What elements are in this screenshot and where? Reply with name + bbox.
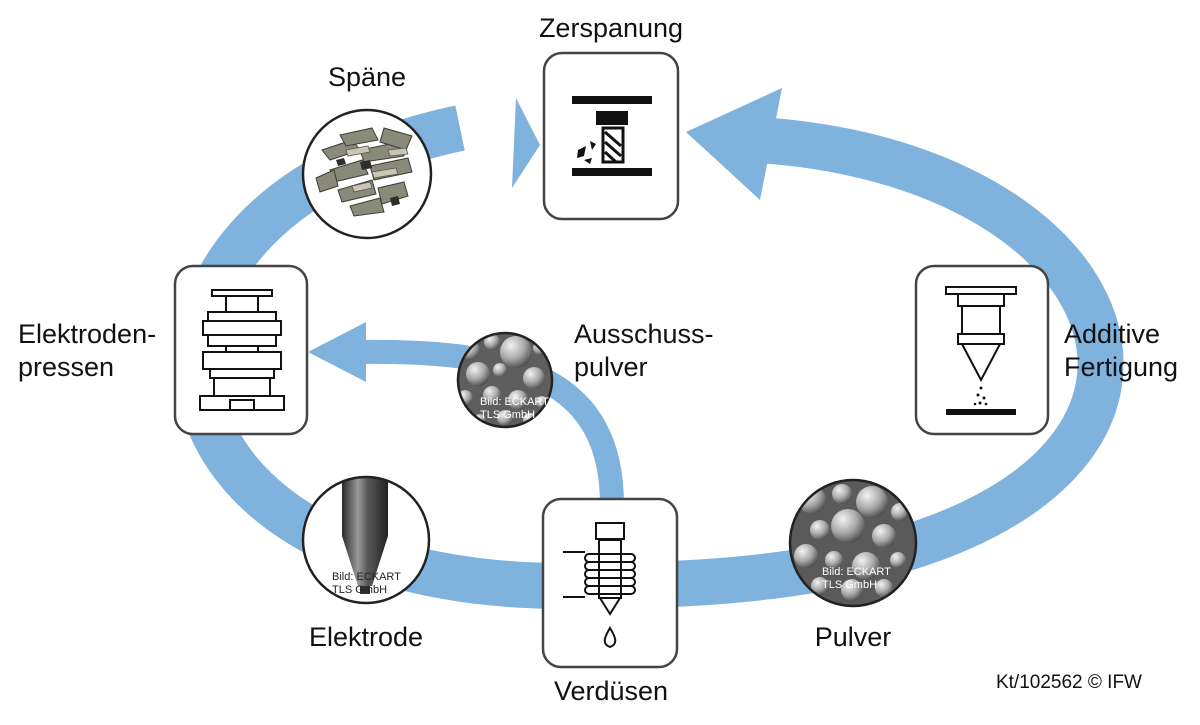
- elektrode-photo: Bild: ECKART TLS GmbH: [301, 475, 431, 605]
- ausschusspulver-credit-line1: Bild: ECKART: [480, 396, 549, 408]
- label-additive-fertigung-line1: Additive: [1064, 319, 1160, 349]
- pulver-credit-line2: TLS GmbH: [822, 579, 877, 591]
- label-additive-fertigung-line2: Fertigung: [1064, 352, 1178, 382]
- verduesen-box: [541, 497, 679, 669]
- label-ausschusspulver-line1: Ausschuss-: [574, 319, 714, 349]
- label-elektrodenpressen-line1: Elektroden-: [18, 319, 156, 349]
- ausschusspulver-credit-line2: TLS GmbH: [480, 409, 535, 421]
- left-cycle-arrowhead: [512, 98, 540, 188]
- pulver-photo: Bild: ECKART TLS GmbH: [788, 478, 918, 608]
- label-elektrodenpressen-line2: pressen: [18, 352, 114, 382]
- zerspanung-box: [542, 51, 680, 221]
- elektrode-credit-line1: Bild: ECKART: [332, 571, 401, 583]
- milling-icon: [572, 96, 652, 176]
- label-pulver: Pulver: [815, 622, 892, 652]
- label-spaene: Späne: [328, 62, 406, 92]
- press-icon: [199, 289, 285, 411]
- spaene-photo: [301, 108, 433, 240]
- pulver-credit-line1: Bild: ECKART: [822, 566, 891, 578]
- additive-fertigung-box: [914, 264, 1050, 436]
- inner-return-arrowhead: [308, 322, 366, 382]
- stage-labels: Zerspanung Späne Elektroden- pressen Aus…: [18, 13, 1178, 706]
- label-zerspanung: Zerspanung: [539, 13, 683, 43]
- label-ausschusspulver-line2: pulver: [574, 352, 648, 382]
- ausschusspulver-photo: Bild: ECKART TLS GmbH: [456, 331, 554, 429]
- label-elektrode: Elektrode: [309, 622, 423, 652]
- additive-nozzle-icon: [945, 286, 1017, 415]
- right-cycle-arrowhead: [686, 88, 782, 200]
- elektrode-credit-line2: TLS GmbH: [332, 584, 387, 596]
- copyright-note: Kt/102562 © IFW: [996, 672, 1142, 693]
- atomizer-icon: [563, 522, 636, 649]
- label-verduesen: Verdüsen: [554, 676, 668, 706]
- elektrodenpressen-box: [173, 264, 309, 436]
